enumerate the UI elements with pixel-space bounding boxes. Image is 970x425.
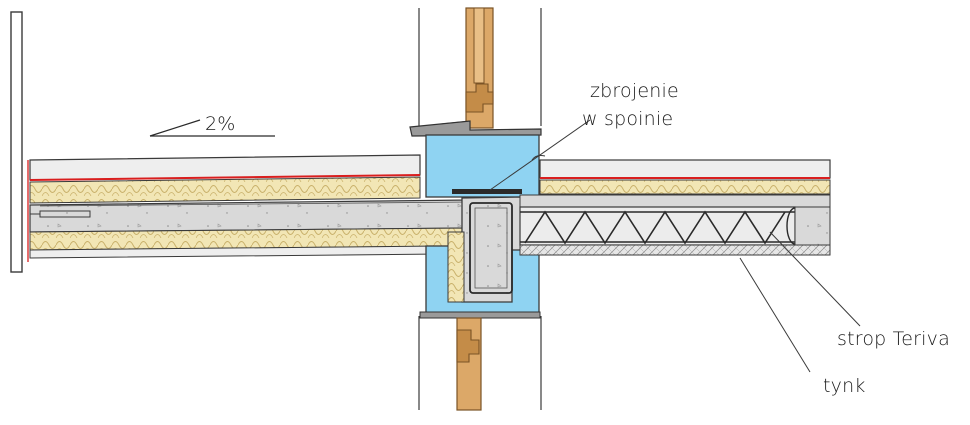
- slope-arrow: [149, 119, 275, 137]
- left-edge-post: [10, 11, 29, 273]
- wall-cavity-insulation: [425, 134, 540, 317]
- ring-beam: [447, 196, 523, 303]
- upper-window-frame: [465, 7, 494, 129]
- upper-wall: [418, 8, 542, 126]
- window-sill: [409, 120, 542, 137]
- balcony-slab: [29, 154, 471, 259]
- plaster-label: tynk: [823, 375, 866, 397]
- reinforcement-label-line2: w spoinie: [582, 108, 674, 130]
- leader-lines: [489, 119, 861, 373]
- lower-window-frame: [456, 317, 482, 411]
- reinforcement-label-line1: zbrojenie: [590, 80, 679, 102]
- teriva-ceiling-label: strop Teriva: [837, 328, 950, 350]
- slope-label: 2%: [205, 113, 236, 135]
- teriva-floor: [519, 155, 831, 256]
